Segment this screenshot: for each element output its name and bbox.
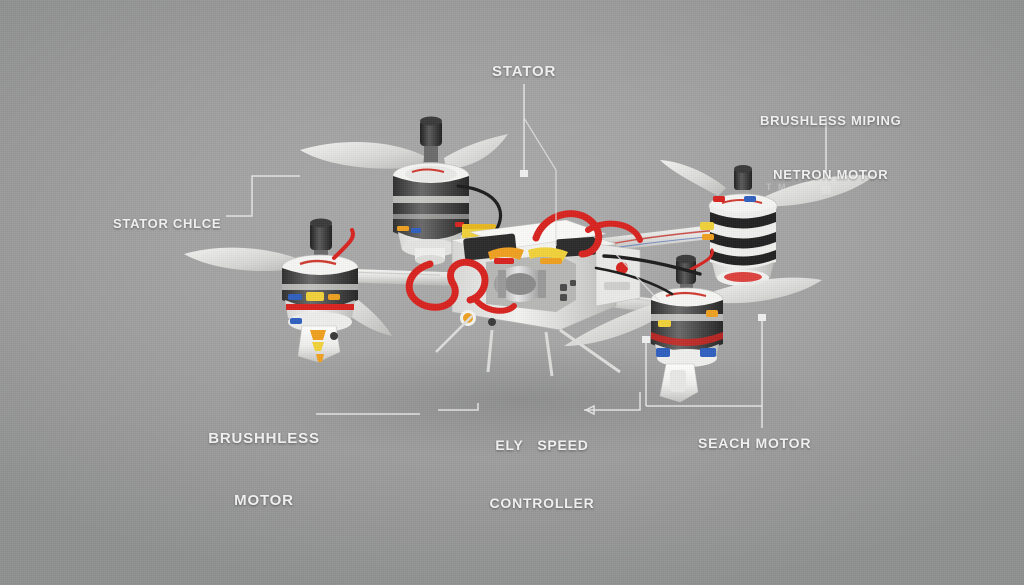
front-left-motor — [184, 218, 392, 363]
rear-right-motor — [660, 160, 874, 286]
flight-controller-body — [405, 210, 702, 377]
propeller-front-right — [564, 277, 822, 346]
label-line-2: CONTROLLER — [489, 495, 595, 512]
label-brushhless-motor: BRUSHHLESS MOTOR — [208, 389, 320, 550]
label-brushless-miping-netron-motor: BRUSHLESS MIPING NETRON MOTOR — [760, 78, 901, 217]
label-stator-chlce: STATOR CHLCE — [113, 216, 222, 231]
label-line-2: MOTOR — [234, 491, 294, 509]
propeller-rear-right — [660, 160, 874, 207]
label-line-1: BRUSHHLESS — [208, 429, 320, 447]
label-stator: STATOR — [492, 63, 557, 80]
label-line-1: ELY SPEED — [495, 436, 589, 453]
antenna-wires — [523, 117, 661, 303]
label-seach-motor: SEACH MOTOR — [698, 435, 812, 451]
label-line-2: NETRON MOTOR — [773, 166, 889, 182]
leader-lines — [226, 84, 831, 428]
label-ely-speed-controller: ELY SPEED CONTROLLER — [489, 399, 595, 550]
front-right-motor — [564, 248, 822, 403]
propeller-marking-text: T M — [766, 182, 786, 192]
propeller-rear-left — [300, 134, 508, 169]
rear-left-motor — [300, 116, 508, 265]
label-line-1: BRUSHLESS MIPING — [760, 113, 902, 129]
